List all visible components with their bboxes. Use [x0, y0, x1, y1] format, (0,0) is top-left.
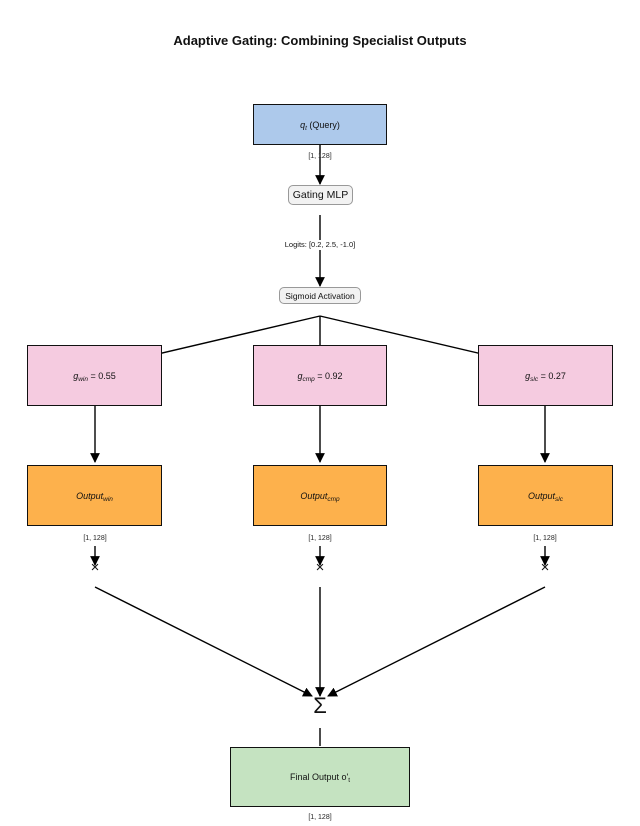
- arrow-mult-slc-to-sum: [327, 586, 546, 697]
- logits-label: Logits: [0.2, 2.5, -1.0]: [284, 240, 356, 249]
- sum-symbol: Σ: [313, 693, 327, 718]
- query-box: qt (Query): [253, 104, 387, 145]
- gate-win-box: gwin = 0.55: [27, 345, 162, 406]
- arrow-mult-win-to-sum: [94, 586, 313, 697]
- query-subscript: t: [305, 124, 307, 132]
- final-output-box: Final Output o't: [230, 747, 410, 807]
- output-slc-dimension: [1, 128]: [533, 535, 557, 542]
- output-cmp-box: Outputcmp: [253, 465, 387, 526]
- gating-mlp-box: Gating MLP: [288, 185, 353, 205]
- gate-slc-box: gslc = 0.27: [478, 345, 613, 406]
- query-dimension: [1, 128]: [308, 153, 332, 160]
- final-output-dimension: [1, 128]: [308, 814, 332, 821]
- diagram-title: Adaptive Gating: Combining Specialist Ou…: [173, 33, 467, 48]
- output-win-box: Outputwin: [27, 465, 162, 526]
- multiply-slc-symbol: ×: [540, 559, 550, 576]
- gate-cmp-box: gcmp = 0.92: [253, 345, 387, 406]
- output-slc-box: Outputslc: [478, 465, 613, 526]
- multiply-win-symbol: ×: [90, 559, 100, 576]
- query-label: (Query): [306, 119, 340, 130]
- sigmoid-activation-box: Sigmoid Activation: [279, 287, 361, 304]
- query-symbol: q: [300, 119, 306, 130]
- output-cmp-dimension: [1, 128]: [308, 535, 332, 542]
- multiply-cmp-symbol: ×: [315, 559, 325, 576]
- output-win-dimension: [1, 128]: [83, 535, 107, 542]
